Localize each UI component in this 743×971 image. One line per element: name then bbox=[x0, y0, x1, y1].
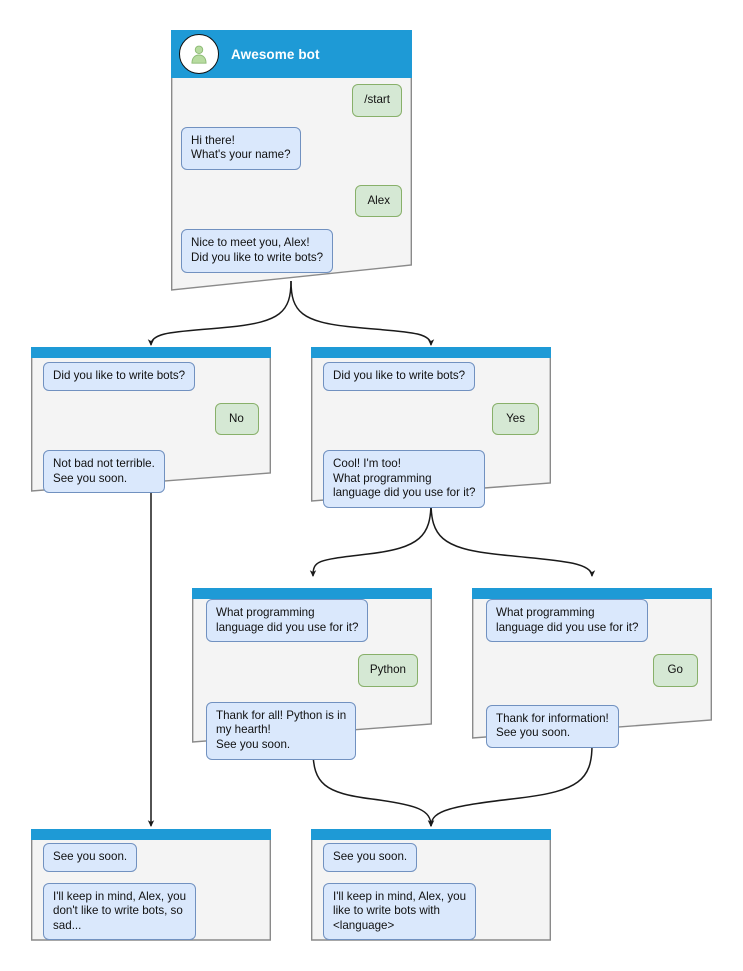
message-row: I'll keep in mind, Alex, you don't like … bbox=[43, 882, 259, 941]
user-message-bubble[interactable]: /start bbox=[352, 84, 402, 117]
message-row: See you soon. bbox=[43, 843, 259, 872]
message-row: Go bbox=[486, 654, 698, 687]
bot-message-bubble[interactable]: Did you like to write bots? bbox=[43, 362, 196, 391]
card-end-sad-messages: See you soon. I'll keep in mind, Alex, y… bbox=[31, 843, 271, 941]
user-message-bubble[interactable]: Go bbox=[652, 654, 698, 687]
card-start-messages: /start Hi there! What's your name? Alex … bbox=[171, 84, 412, 273]
card-end-happy-header bbox=[311, 829, 551, 840]
message-row: Thank for all! Python is in my hearth! S… bbox=[206, 701, 418, 760]
message-row: See you soon. bbox=[323, 843, 539, 872]
bot-message-bubble[interactable]: Did you like to write bots? bbox=[323, 362, 476, 391]
bot-message-bubble[interactable]: What programming language did you use fo… bbox=[486, 599, 649, 643]
message-row: Python bbox=[206, 654, 418, 687]
card-lang-go-messages: What programming language did you use fo… bbox=[472, 599, 712, 748]
card-lang-python-header bbox=[192, 588, 432, 599]
card-lang-python-messages: What programming language did you use fo… bbox=[192, 599, 432, 760]
user-message-bubble[interactable]: No bbox=[215, 402, 259, 436]
user-message-bubble[interactable]: Yes bbox=[492, 402, 539, 436]
card-end-happy-messages: See you soon. I'll keep in mind, Alex, y… bbox=[311, 843, 551, 941]
message-row: Thank for information! See you soon. bbox=[486, 704, 698, 748]
message-row: No bbox=[43, 402, 259, 436]
card-lang-go-header bbox=[472, 588, 712, 599]
card-start-title: Awesome bot bbox=[231, 46, 320, 62]
card-lang-go[interactable]: What programming language did you use fo… bbox=[472, 588, 712, 748]
bot-message-bubble[interactable]: Not bad not terrible. See you soon. bbox=[43, 450, 165, 494]
card-lang-python[interactable]: What programming language did you use fo… bbox=[192, 588, 432, 760]
user-message-bubble[interactable]: Alex bbox=[355, 184, 402, 218]
card-answer-yes-header bbox=[311, 347, 551, 358]
bot-message-bubble[interactable]: Thank for information! See you soon. bbox=[486, 704, 619, 748]
bot-message-bubble[interactable]: See you soon. bbox=[43, 843, 138, 872]
message-row: Yes bbox=[323, 402, 539, 436]
message-row: What programming language did you use fo… bbox=[206, 599, 418, 643]
edge-answer-yes-to-lang-go bbox=[430, 501, 596, 577]
bot-message-bubble[interactable]: Thank for all! Python is in my hearth! S… bbox=[206, 701, 357, 760]
card-answer-no[interactable]: Did you like to write bots? No Not bad n… bbox=[31, 347, 271, 494]
card-answer-yes-messages: Did you like to write bots? Yes Cool! I'… bbox=[311, 362, 551, 508]
user-avatar-icon bbox=[179, 34, 219, 74]
message-row: I'll keep in mind, Alex, you like to wri… bbox=[323, 882, 539, 941]
bot-message-bubble[interactable]: What programming language did you use fo… bbox=[206, 599, 369, 643]
card-end-happy[interactable]: See you soon. I'll keep in mind, Alex, y… bbox=[311, 829, 551, 941]
bot-message-bubble[interactable]: Cool! I'm too! What programming language… bbox=[323, 450, 486, 508]
card-start-header: Awesome bot bbox=[171, 30, 412, 78]
bot-message-bubble[interactable]: Hi there! What's your name? bbox=[181, 126, 301, 170]
message-row: Nice to meet you, Alex! Did you like to … bbox=[181, 229, 402, 273]
card-end-sad-header bbox=[31, 829, 271, 840]
message-row: /start bbox=[181, 84, 402, 117]
bot-message-bubble[interactable]: I'll keep in mind, Alex, you like to wri… bbox=[323, 882, 477, 941]
message-row: Did you like to write bots? bbox=[323, 362, 539, 391]
message-row: Alex bbox=[181, 184, 402, 218]
edge-lang-go-to-end-happy bbox=[427, 744, 593, 827]
user-message-bubble[interactable]: Python bbox=[357, 654, 418, 687]
card-answer-yes[interactable]: Did you like to write bots? Yes Cool! I'… bbox=[311, 347, 551, 508]
card-end-sad[interactable]: See you soon. I'll keep in mind, Alex, y… bbox=[31, 829, 271, 941]
bot-message-bubble[interactable]: See you soon. bbox=[323, 843, 418, 872]
card-answer-no-messages: Did you like to write bots? No Not bad n… bbox=[31, 362, 271, 494]
message-row: Not bad not terrible. See you soon. bbox=[43, 450, 259, 494]
message-row: Did you like to write bots? bbox=[43, 362, 259, 391]
edge-answer-yes-to-lang-python bbox=[309, 501, 432, 577]
message-row: Cool! I'm too! What programming language… bbox=[323, 450, 539, 508]
message-row: Hi there! What's your name? bbox=[181, 126, 402, 170]
card-answer-no-header bbox=[31, 347, 271, 358]
message-row: What programming language did you use fo… bbox=[486, 599, 698, 643]
card-start[interactable]: Awesome bot /start Hi there! What's your… bbox=[171, 30, 412, 292]
bot-message-bubble[interactable]: I'll keep in mind, Alex, you don't like … bbox=[43, 882, 197, 941]
edge-lang-python-to-end-happy bbox=[312, 749, 435, 827]
bot-message-bubble[interactable]: Nice to meet you, Alex! Did you like to … bbox=[181, 229, 334, 273]
